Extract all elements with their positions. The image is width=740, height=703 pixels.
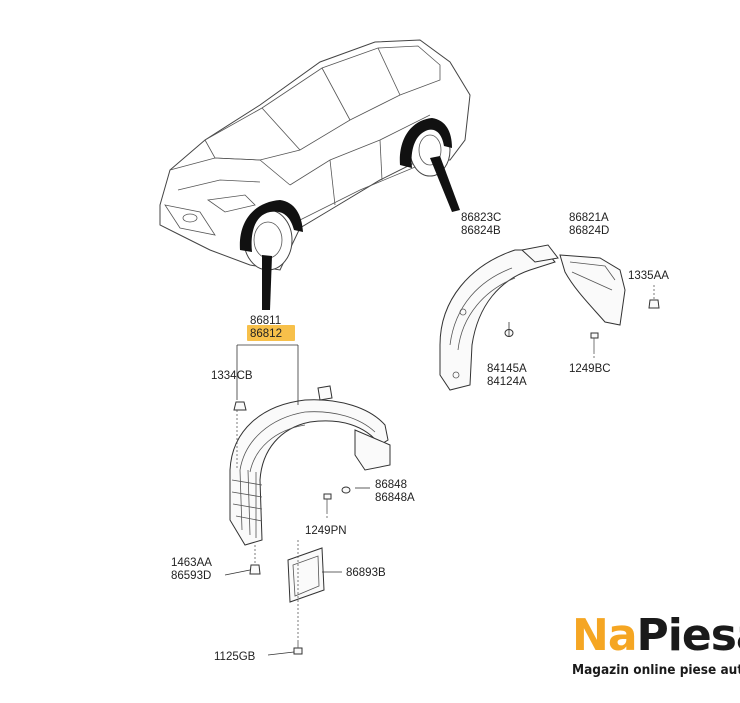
label-86848: 86848 bbox=[375, 479, 407, 491]
logo-part-piesa: Piesa bbox=[636, 610, 740, 661]
rear-wheel-liner bbox=[439, 244, 559, 391]
leader-lines bbox=[224, 285, 655, 656]
mud-flap-panel bbox=[287, 547, 325, 603]
part-highlight bbox=[247, 325, 295, 341]
label-86848a: 86848A bbox=[375, 492, 415, 504]
car-illustration bbox=[159, 39, 471, 310]
label-86824b: 86824B bbox=[461, 225, 501, 237]
napiesa-logo: NaPiesa Magazin online piese auto bbox=[572, 612, 740, 679]
front-wheel-liner bbox=[229, 385, 391, 546]
label-86824d: 86824D bbox=[569, 225, 609, 237]
logo-tagline: Magazin online piese auto bbox=[572, 662, 740, 678]
label-86821a: 86821A bbox=[569, 212, 609, 224]
label-86893b: 86893B bbox=[346, 567, 386, 579]
rear-mud-guard bbox=[559, 254, 626, 326]
label-1463aa: 1463AA bbox=[171, 557, 212, 569]
label-84124a: 84124A bbox=[487, 376, 527, 388]
label-1249bc: 1249BC bbox=[569, 363, 611, 375]
label-86593d: 86593D bbox=[171, 570, 211, 582]
part-labels: 86811 86812 86823C 86824B 86821A 86824D … bbox=[171, 212, 669, 663]
logo-wordmark: NaPiesa bbox=[572, 612, 740, 660]
label-86812: 86812 bbox=[250, 328, 282, 340]
label-86811: 86811 bbox=[250, 315, 281, 327]
label-84145a: 84145A bbox=[487, 363, 527, 375]
label-86823c: 86823C bbox=[461, 212, 501, 224]
fasteners bbox=[233, 299, 660, 655]
label-1249pn: 1249PN bbox=[305, 525, 347, 537]
label-1334cb: 1334CB bbox=[211, 370, 253, 382]
label-1335aa: 1335AA bbox=[628, 270, 669, 282]
logo-part-na: Na bbox=[572, 610, 638, 661]
label-1125gb: 1125GB bbox=[214, 651, 256, 663]
